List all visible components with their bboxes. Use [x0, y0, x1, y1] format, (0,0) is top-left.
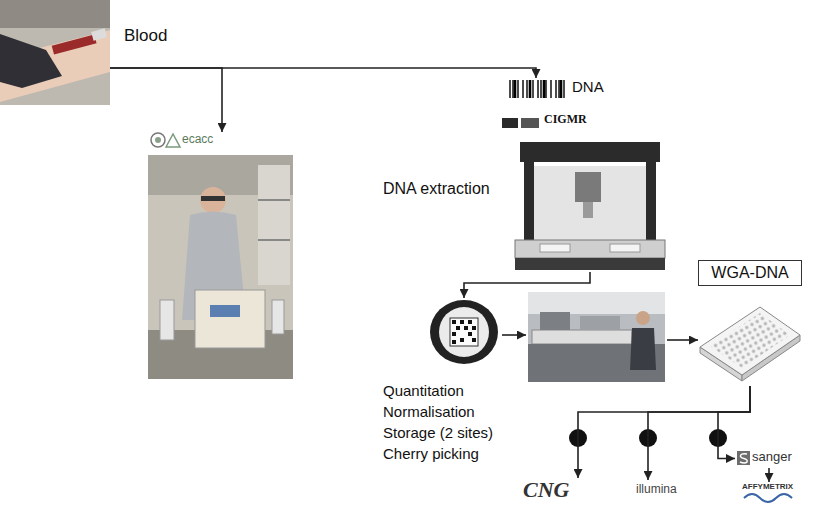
biobank-logo — [151, 133, 180, 147]
node-label: DNA — [572, 78, 604, 95]
node-label: Quantitation Normalisation Storage (2 si… — [383, 380, 508, 464]
extraction-robot — [610, 244, 640, 252]
dna-sample: DNA CIGMR — [500, 78, 630, 134]
extraction-robot — [515, 240, 665, 258]
sample-tube — [430, 300, 498, 364]
flow-connector — [464, 272, 590, 298]
extraction-robot — [534, 166, 646, 240]
flow-arrow — [667, 339, 698, 341]
extraction-robot — [515, 142, 665, 270]
flow-connector — [578, 386, 750, 478]
cigmr-logo — [502, 118, 518, 128]
blood-photo — [52, 34, 97, 54]
flow-connector — [718, 386, 750, 459]
extraction-robot — [646, 162, 656, 242]
sample-tube — [450, 318, 478, 346]
blood-photo — [0, 34, 62, 88]
lab-photo — [528, 292, 665, 382]
biobank-logo — [155, 137, 161, 143]
extraction-robot: DNA extraction — [515, 140, 665, 272]
biobank-photo — [210, 305, 240, 317]
node-label: Blood — [124, 26, 167, 46]
blood-photo — [0, 0, 110, 28]
flow-connector — [110, 68, 536, 78]
extraction-robot — [575, 172, 601, 202]
node-label: AFFYMETRIX — [742, 482, 793, 491]
cigmr-logo — [521, 118, 539, 128]
lab-photo — [532, 330, 632, 344]
biobank-photo — [200, 187, 226, 213]
node-label: CNG — [523, 479, 569, 501]
lab-photo — [540, 312, 570, 330]
flow-connector — [648, 386, 750, 480]
extraction-robot — [524, 162, 534, 242]
extraction-robot — [520, 142, 660, 162]
biobank-logo — [151, 133, 165, 147]
biobank-photo — [195, 290, 265, 348]
blood-photo — [0, 30, 110, 102]
biobank-logo — [166, 134, 180, 147]
extraction-robot — [583, 202, 593, 218]
biobank: ecacc — [148, 132, 293, 380]
sanger-logo — [737, 451, 750, 465]
affymetrix-logo — [744, 494, 792, 502]
biobank-photo — [258, 165, 290, 285]
blood-sample: Blood — [0, 0, 110, 105]
node-label: ecacc — [182, 133, 213, 147]
microplate — [700, 307, 800, 375]
sample-tube — [439, 307, 489, 357]
lab-photo — [528, 292, 665, 382]
node-label: CIGMR — [544, 113, 587, 127]
lab-photo — [580, 316, 620, 330]
genotyping-centre: CNG — [515, 478, 655, 503]
node-label: DNA extraction — [383, 180, 490, 198]
biobank-photo — [201, 196, 225, 201]
extraction-robot — [515, 258, 665, 270]
microplate — [700, 307, 800, 381]
biobank-photo — [148, 155, 293, 379]
genotyping-company: illumina — [628, 480, 698, 500]
cigmr-logo — [502, 118, 539, 128]
node-label: sanger — [752, 450, 792, 465]
blood-photo — [0, 0, 110, 105]
sample-tube: Quantitation Normalisation Storage (2 si… — [428, 298, 500, 366]
barcode — [515, 80, 561, 98]
sample-tube — [452, 320, 476, 344]
microplate — [710, 313, 790, 368]
barcode — [510, 80, 564, 98]
node-label: WGA-DNA — [698, 260, 801, 286]
extraction-robot — [540, 244, 570, 252]
blood-photo — [0, 0, 110, 105]
sequencing-centre: sanger — [735, 449, 803, 468]
array-platform: AFFYMETRIX — [738, 482, 804, 503]
biobank-photo — [258, 239, 290, 241]
blood-photo — [91, 28, 107, 40]
process-box: WGA-DNA — [695, 258, 805, 386]
biobank-photo — [148, 155, 293, 379]
biobank-photo — [258, 199, 290, 201]
node-label: illumina — [636, 483, 677, 497]
flow-connector — [768, 468, 770, 482]
sanger-logo — [740, 454, 747, 463]
sample-tube — [430, 300, 498, 364]
barcode — [510, 80, 564, 98]
lab-photo — [636, 311, 650, 325]
biobank-photo — [160, 300, 174, 340]
lab-photo — [630, 328, 656, 370]
biobank-photo — [272, 300, 284, 334]
affymetrix-logo — [744, 494, 792, 502]
flow-connector — [110, 68, 222, 132]
sanger-logo — [737, 451, 750, 465]
lab-photo — [528, 292, 665, 314]
flow-arrow — [502, 334, 526, 336]
